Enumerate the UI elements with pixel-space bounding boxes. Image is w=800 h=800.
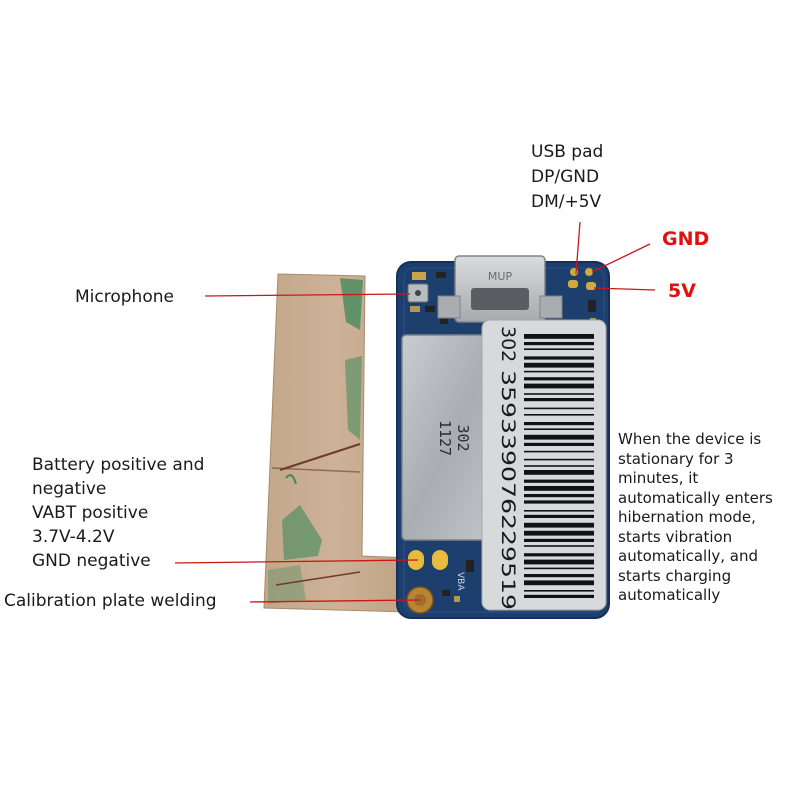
barcode-bar [524, 334, 594, 339]
battery-label-line: GND negative [32, 551, 151, 571]
note-line: automatically enters [618, 488, 773, 507]
barcode-sticker: 302 359339076229519 [481, 319, 607, 611]
barcode-bar [524, 428, 594, 430]
barcode-bar [524, 370, 594, 373]
barcode-bar [524, 567, 594, 570]
barcode-bar [524, 538, 594, 542]
hibernation-note: When the device is stationary for 3 minu… [618, 430, 798, 606]
barcode-bar [524, 590, 594, 592]
barcode-bar [524, 377, 594, 381]
battery-pointer [174, 559, 419, 564]
usb-pad-line: DP/GND [531, 167, 600, 187]
barcode-bar [524, 414, 594, 416]
calibration-pointer [249, 599, 421, 603]
shield-text-line1: 302 [454, 424, 472, 451]
microphone-component [407, 283, 429, 303]
barcode-bar [524, 559, 594, 565]
battery-label: Battery positive and negative VABT posit… [32, 453, 204, 573]
barcode-bar [524, 553, 594, 557]
five-v-label: 5V [668, 280, 696, 302]
note-line: automatically [618, 586, 721, 604]
barcode-bar [524, 342, 594, 346]
five-v-pointer [593, 287, 656, 291]
usb-pad-label: USB pad DP/GND DM/+5V [531, 140, 603, 215]
sticker-code-prefix: 302 [497, 326, 519, 362]
note-line: automatically, and [618, 547, 759, 565]
battery-label-line: 3.7V-4.2V [32, 527, 115, 547]
microphone-label: Microphone [75, 287, 174, 307]
calibration-label: Calibration plate welding [4, 591, 217, 611]
gnd-pointer [591, 243, 651, 273]
barcode-bar [524, 434, 594, 440]
antenna-tape [263, 273, 411, 613]
barcode-bar [524, 545, 594, 547]
barcode-bar [524, 514, 594, 518]
usb-pad-pointer [575, 221, 581, 275]
barcode-bar [524, 393, 594, 395]
note-line: minutes, it [618, 469, 699, 487]
port-marking: MUP [488, 270, 513, 283]
note-line: starts vibration [618, 527, 733, 546]
barcode-bar [524, 398, 594, 402]
battery-label-line: negative [32, 479, 107, 499]
barcode-bar [524, 486, 594, 491]
battery-label-line: VABT positive [32, 503, 149, 523]
barcode-bar [524, 465, 594, 467]
barcode-bar [524, 458, 594, 461]
barcode-bar [524, 494, 594, 498]
barcode-bar [524, 510, 594, 512]
note-line: hibernation mode, [618, 508, 756, 526]
barcode-bar [524, 594, 594, 598]
barcode-bar [524, 530, 594, 536]
usb-pad-line: USB pad [531, 142, 604, 162]
sticker-imei: 359339076229519 [497, 370, 519, 610]
barcode-bar [524, 450, 594, 453]
pointer-lines [174, 221, 656, 603]
micro-usb-port: MUP [437, 255, 563, 323]
barcode [524, 334, 594, 598]
barcode-bar [524, 580, 594, 586]
barcode-bar [524, 407, 594, 410]
usb-pad-line: DM/+5V [531, 192, 602, 212]
shield-text-line2: 1127 [436, 420, 454, 456]
note-line: When the device is [618, 430, 762, 448]
barcode-bar [524, 470, 594, 475]
barcode-bar [524, 383, 594, 389]
barcode-bar [524, 422, 594, 426]
battery-label-line: Battery positive and [32, 455, 205, 475]
barcode-bar [524, 356, 594, 360]
rf-shield: 302 1127 [401, 334, 503, 541]
barcode-bar [524, 362, 594, 368]
barcode-bar [524, 574, 594, 578]
microphone-pointer [204, 293, 411, 297]
silkscreen-vbat: VBA [455, 572, 465, 591]
barcode-bar [524, 479, 594, 483]
note-line: stationary for 3 [618, 449, 734, 468]
barcode-bar [524, 500, 594, 504]
barcode-bar [524, 522, 594, 528]
barcode-bar [524, 442, 594, 446]
gnd-label: GND [662, 228, 710, 250]
barcode-bar [524, 348, 594, 350]
note-line: starts charging [618, 566, 732, 585]
